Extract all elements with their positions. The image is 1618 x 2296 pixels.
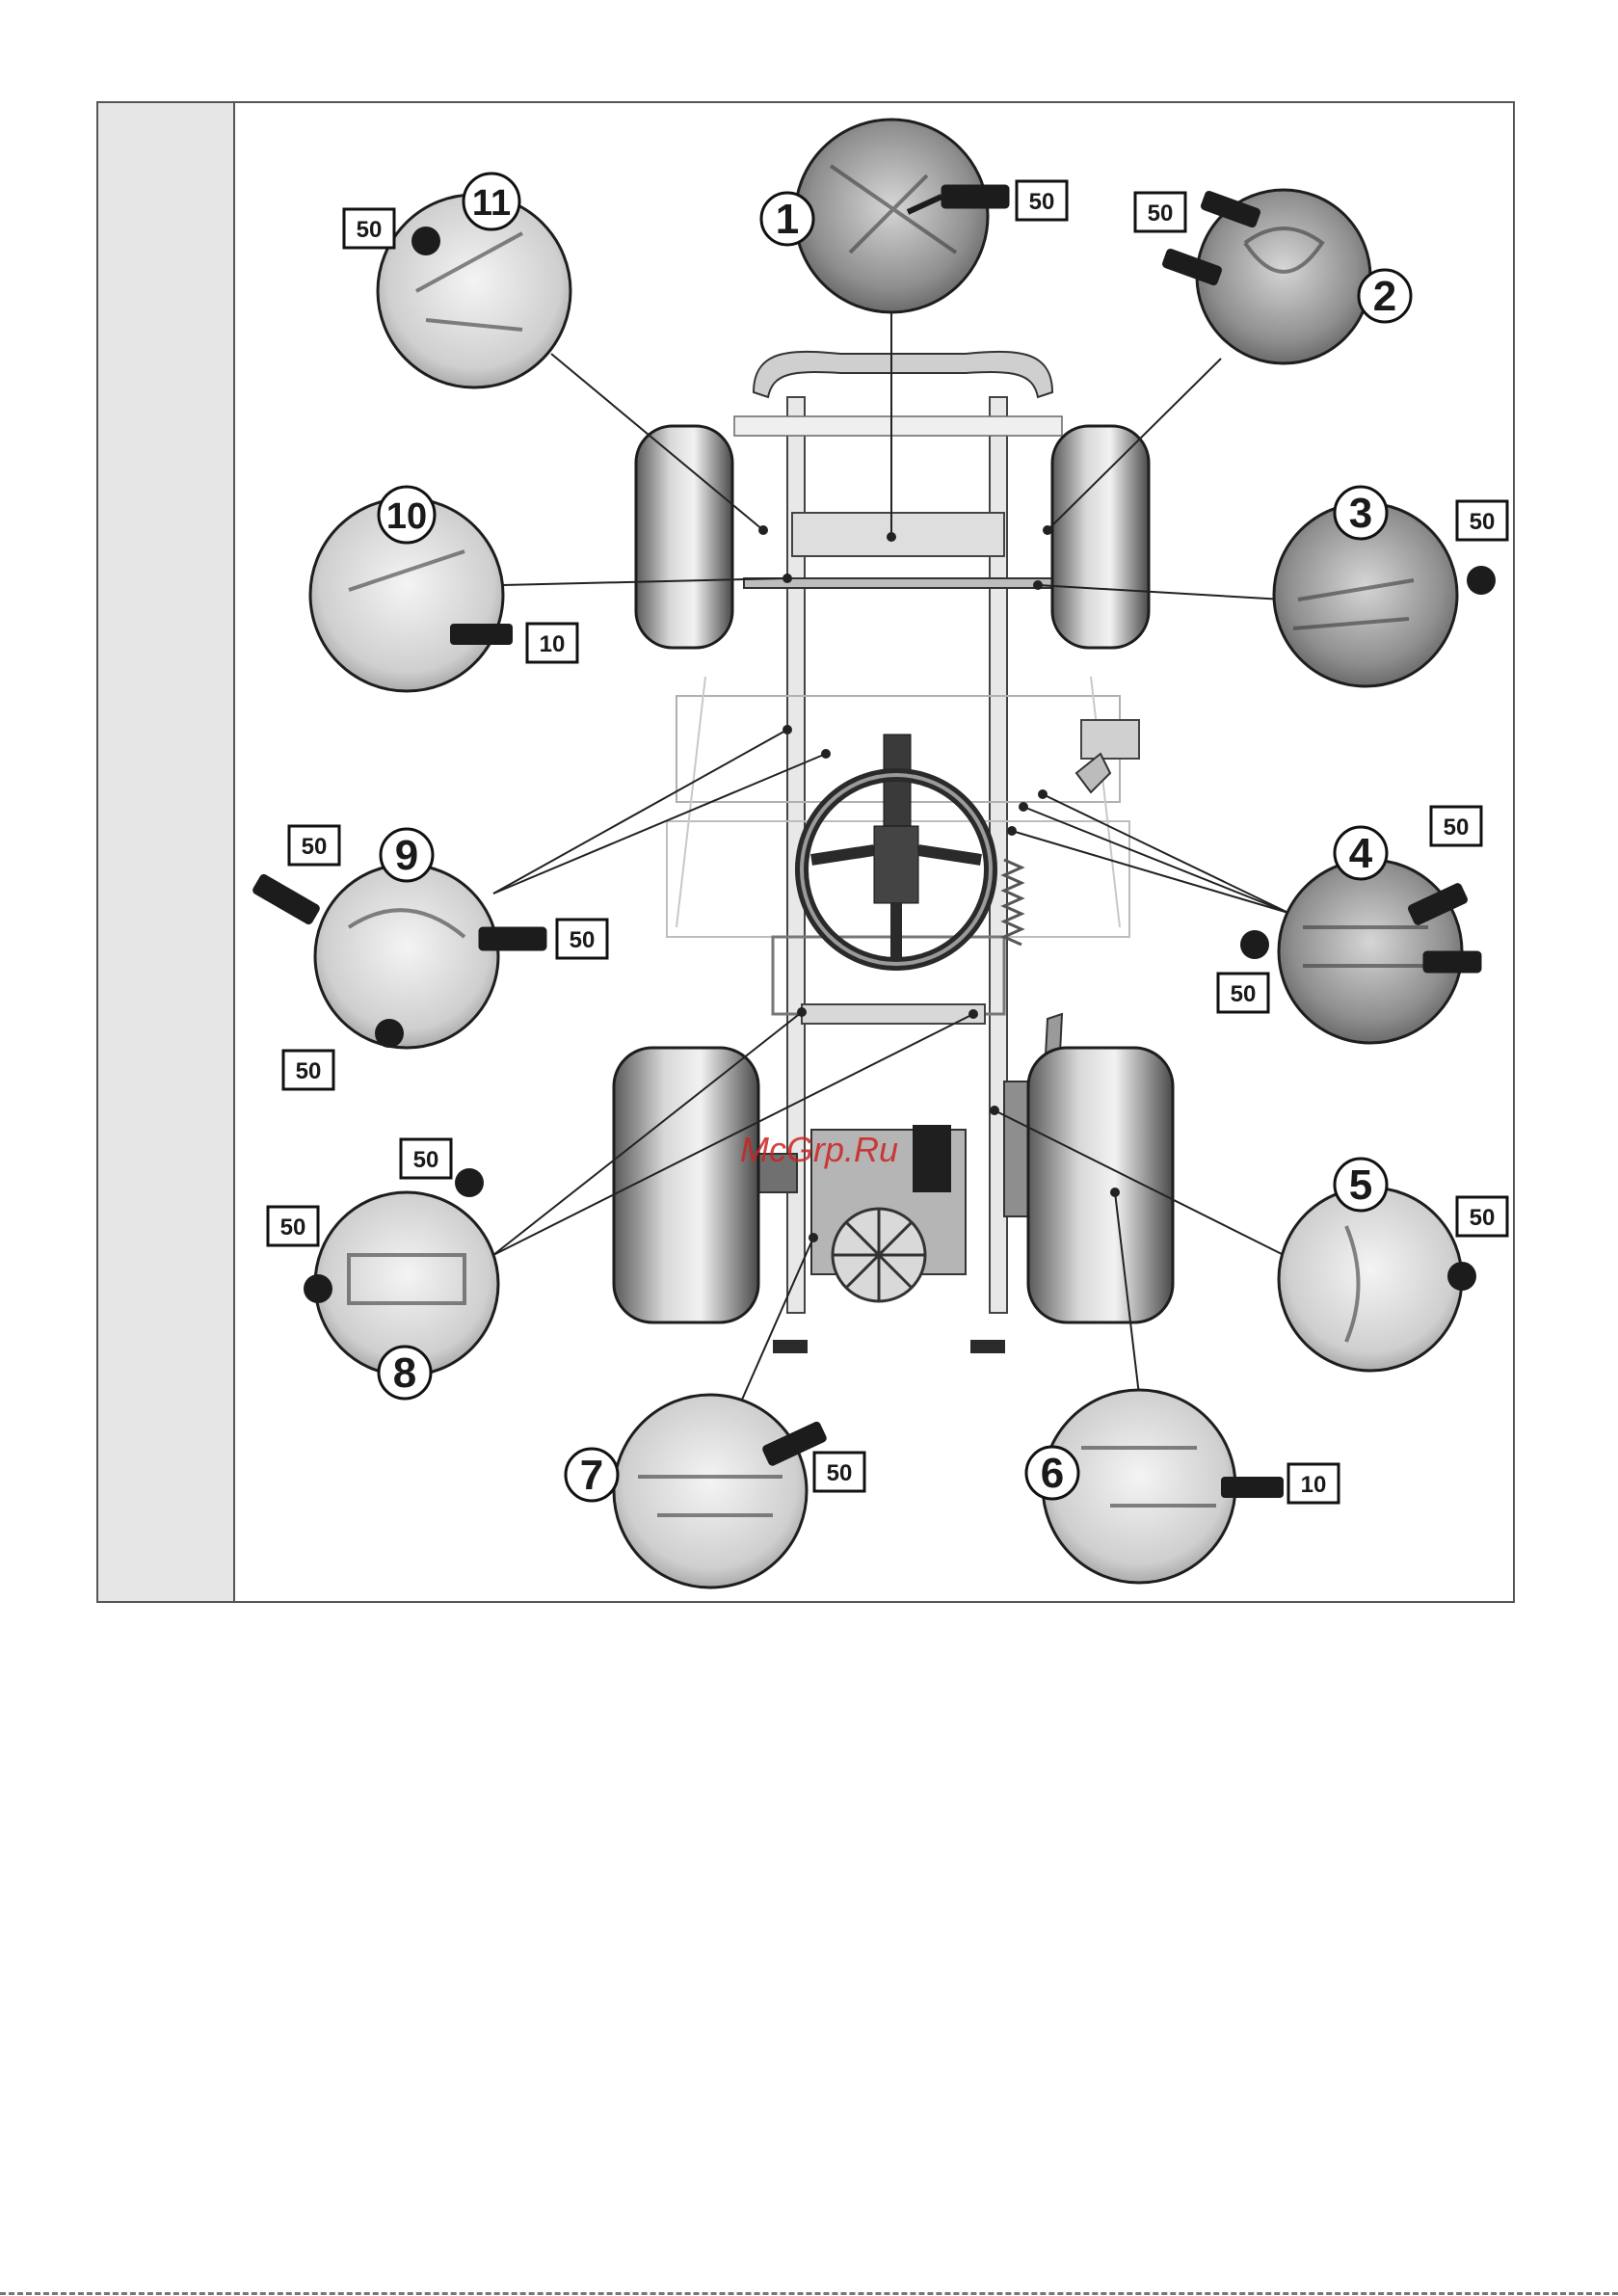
detail-circle-5: [1279, 1188, 1462, 1371]
quantity-box-10: 10: [527, 624, 577, 662]
tire-rear-left: [614, 1048, 758, 1322]
callout-number-10: 10: [379, 487, 435, 543]
svg-text:50: 50: [1231, 981, 1257, 1007]
callout-number-3-label: 3: [1349, 490, 1372, 537]
callout-number-4: 4: [1335, 827, 1387, 879]
quantity-box-4-top: 50: [1431, 807, 1481, 845]
callout-number-2-label: 2: [1373, 273, 1396, 320]
quantity-box-9-right: 50: [557, 920, 607, 958]
quantity-box-2: 50: [1135, 193, 1185, 231]
svg-text:50: 50: [1470, 509, 1496, 535]
callout-number-3: 3: [1335, 487, 1387, 539]
svg-text:50: 50: [302, 834, 328, 860]
callout-number-9-label: 9: [395, 832, 418, 879]
quantity-box-9-bottom: 50: [283, 1051, 333, 1089]
svg-text:10: 10: [1301, 1472, 1327, 1498]
svg-text:50: 50: [827, 1460, 853, 1486]
tire-front-right: [1052, 426, 1149, 648]
svg-text:50: 50: [1148, 200, 1174, 227]
callout-number-11: 11: [464, 174, 519, 229]
callout-number-5-label: 5: [1349, 1161, 1372, 1209]
detail-circle-1: [795, 120, 988, 312]
quantity-box-8-left: 50: [268, 1207, 318, 1245]
manual-page-frame: 1 2 3 4 5 6 7: [96, 101, 1515, 1603]
svg-text:50: 50: [1029, 189, 1055, 215]
tire-front-left: [636, 426, 732, 648]
callout-number-4-label: 4: [1349, 830, 1373, 877]
page-bottom-rule: [0, 2292, 1618, 2295]
quantity-box-7: 50: [814, 1453, 864, 1491]
svg-text:50: 50: [357, 217, 383, 243]
quantity-box-8-top: 50: [401, 1139, 451, 1178]
callout-number-8-label: 8: [393, 1349, 416, 1397]
callout-number-7-label: 7: [580, 1452, 603, 1499]
detail-circle-7: [614, 1395, 807, 1588]
svg-text:50: 50: [280, 1215, 306, 1241]
svg-text:50: 50: [1470, 1205, 1496, 1231]
tire-rear-right: [1028, 1048, 1173, 1322]
front-bumper: [754, 352, 1052, 397]
svg-text:50: 50: [296, 1058, 322, 1084]
svg-text:50: 50: [413, 1147, 439, 1173]
svg-text:10: 10: [540, 631, 566, 657]
callout-number-6-label: 6: [1041, 1450, 1064, 1497]
callout-number-11-label: 11: [472, 183, 511, 224]
lubrication-diagram: 1 2 3 4 5 6 7: [98, 103, 1513, 1601]
svg-text:50: 50: [570, 927, 596, 953]
quantity-box-3: 50: [1457, 501, 1507, 540]
quantity-box-1: 50: [1017, 181, 1067, 220]
callout-number-8: 8: [379, 1347, 431, 1399]
callout-number-5: 5: [1335, 1159, 1387, 1211]
quantity-box-5: 50: [1457, 1197, 1507, 1236]
callout-number-10-label: 10: [386, 496, 427, 537]
callout-number-1-label: 1: [776, 196, 799, 243]
callout-number-9: 9: [381, 829, 433, 881]
callout-number-1: 1: [761, 193, 813, 245]
detail-circle-9: [315, 865, 498, 1048]
callout-number-2: 2: [1359, 270, 1411, 322]
quantity-box-9-top: 50: [289, 826, 339, 865]
svg-text:50: 50: [1444, 814, 1470, 841]
quantity-box-4-bottom: 50: [1218, 974, 1268, 1012]
quantity-box-6: 10: [1288, 1464, 1339, 1503]
callout-number-6: 6: [1026, 1447, 1078, 1499]
quantity-box-11: 50: [344, 209, 394, 248]
callout-number-7: 7: [566, 1449, 618, 1501]
watermark-text: McGrp.Ru: [740, 1130, 898, 1169]
